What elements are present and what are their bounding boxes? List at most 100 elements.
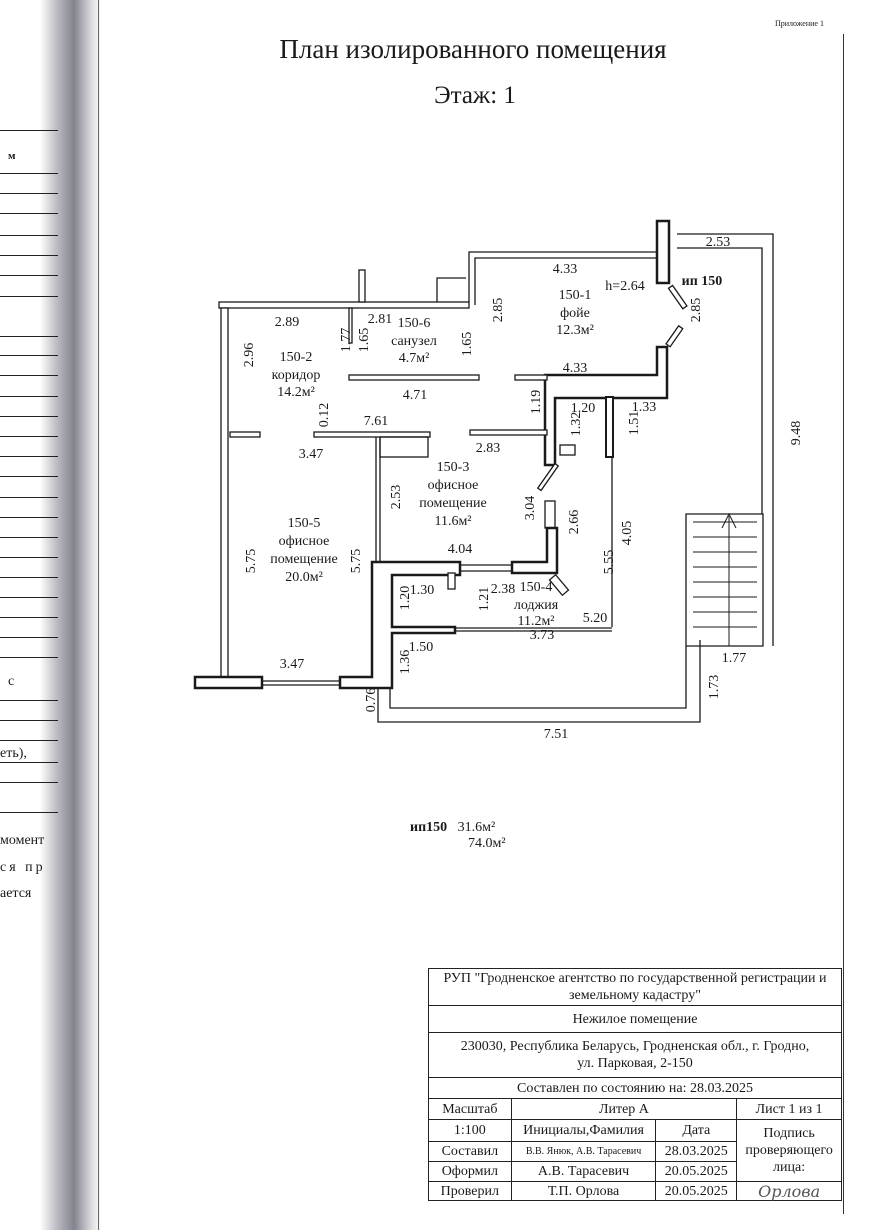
room-name: фойе bbox=[560, 306, 590, 321]
ruled-line bbox=[0, 537, 58, 538]
ruled-line bbox=[0, 416, 58, 417]
dimension-label: 1.19 bbox=[529, 390, 544, 415]
ruled-line bbox=[0, 617, 58, 618]
dimension-label: 3.47 bbox=[280, 657, 305, 672]
dimension-label: 4.71 bbox=[403, 388, 428, 403]
dimension-label: 3.04 bbox=[523, 496, 538, 521]
sheet-number: Лист 1 из 1 bbox=[736, 1098, 842, 1120]
dimension-label: 2.85 bbox=[689, 298, 704, 323]
frame-line-right bbox=[843, 34, 844, 1214]
dimension-label: 1.32 bbox=[569, 412, 584, 437]
ruled-line bbox=[0, 720, 58, 721]
dimension-label: 2.53 bbox=[389, 485, 404, 510]
ruled-line bbox=[0, 296, 58, 297]
object-type: Нежилое помещение bbox=[428, 1005, 842, 1033]
ruled-line bbox=[0, 557, 58, 558]
ruled-line bbox=[0, 336, 58, 337]
room-name: офисное bbox=[279, 534, 330, 549]
room-id: 150-4 bbox=[520, 580, 553, 595]
scan-shadow bbox=[40, 0, 102, 1230]
dimension-label: 1.36 bbox=[398, 650, 413, 675]
ruled-line bbox=[0, 193, 58, 194]
dimension-label: 4.33 bbox=[563, 361, 588, 376]
ruled-line bbox=[0, 782, 58, 783]
dimension-label: 3.47 bbox=[299, 447, 324, 462]
frame-line-left bbox=[98, 0, 99, 1230]
dimension-label: 5.75 bbox=[244, 549, 259, 574]
area-summary: ип150 31.6м² 74.0м² bbox=[410, 820, 506, 852]
appendix-label: Приложение 1 bbox=[775, 19, 824, 28]
dimension-label: 1.77 bbox=[722, 651, 747, 666]
dimension-label: 2.81 bbox=[368, 312, 393, 327]
ruled-line bbox=[0, 213, 58, 214]
room-area: 11.6м² bbox=[434, 514, 471, 529]
adjacent-page-text: с bbox=[8, 674, 15, 689]
ruled-line bbox=[0, 577, 58, 578]
dimension-label: 1.51 bbox=[627, 411, 642, 436]
dimension-label: 0.12 bbox=[317, 403, 332, 428]
ruled-line bbox=[0, 762, 58, 763]
room-id: 150-2 bbox=[280, 350, 313, 365]
dimension-label: 1.65 bbox=[357, 328, 372, 353]
ruled-line bbox=[0, 235, 58, 236]
dimension-label: 2.38 bbox=[491, 582, 516, 597]
stairs-icon bbox=[693, 512, 757, 646]
ruled-line bbox=[0, 375, 58, 376]
room-name: офисное bbox=[428, 478, 479, 493]
room-name: помещение bbox=[419, 496, 487, 511]
dimension-label: 7.51 bbox=[544, 727, 569, 742]
dimension-label: 1.21 bbox=[477, 587, 492, 612]
dimension-label: 0.76 bbox=[364, 688, 379, 713]
ruled-line bbox=[0, 812, 58, 813]
dimension-label: 2.83 bbox=[476, 441, 501, 456]
room-name: санузел bbox=[391, 334, 437, 349]
room-area: 4.7м² bbox=[399, 351, 430, 366]
role: Проверил bbox=[428, 1181, 512, 1201]
ruled-line bbox=[0, 396, 58, 397]
address: 230030, Республика Беларусь, Гродненская… bbox=[428, 1032, 842, 1078]
adjacent-page-text: м bbox=[8, 150, 16, 162]
person-name: А.В. Тарасевич bbox=[510, 1161, 657, 1182]
handwritten-signature: Орлова bbox=[736, 1181, 842, 1201]
scale-value: 1:100 bbox=[428, 1119, 512, 1142]
room-name: помещение bbox=[270, 552, 338, 567]
dimension-label: 7.61 bbox=[364, 414, 389, 429]
ruled-line bbox=[0, 657, 58, 658]
as-of-date: Составлен по состоянию на: 28.03.2025 bbox=[428, 1077, 842, 1099]
initials-header: Инициалы,Фамилия bbox=[510, 1119, 657, 1142]
dimension-label: 1.73 bbox=[707, 675, 722, 700]
organization: РУП "Гродненское агентство по государств… bbox=[428, 968, 842, 1006]
date: 28.03.2025 bbox=[655, 1141, 738, 1162]
dimension-label: 1.50 bbox=[409, 640, 434, 655]
adjacent-page-text: еть), bbox=[0, 746, 27, 761]
summary-area-2: 74.0м² bbox=[468, 836, 506, 851]
room-area: 14.2м² bbox=[277, 385, 315, 400]
dimension-label: 2.53 bbox=[706, 235, 731, 250]
dimension-label: 1.77 bbox=[339, 328, 354, 353]
person-name: Т.П. Орлова bbox=[510, 1181, 657, 1201]
ruled-line bbox=[0, 275, 58, 276]
title-block: РУП "Гродненское агентство по государств… bbox=[428, 968, 842, 1201]
role: Составил bbox=[428, 1141, 512, 1162]
plan-labels: ип 150 h=2.64 150-1 фойе 12.3м² 150-2 ко… bbox=[270, 274, 722, 629]
room-area: 12.3м² bbox=[556, 323, 594, 338]
dimension-label: 1.33 bbox=[632, 400, 657, 415]
date-header: Дата bbox=[655, 1119, 738, 1142]
dimension-label: 5.20 bbox=[583, 611, 608, 626]
dimension-label: 5.55 bbox=[602, 550, 617, 575]
room-area: 20.0м² bbox=[285, 570, 323, 585]
ruled-line bbox=[0, 355, 58, 356]
ruled-line bbox=[0, 740, 58, 741]
summary-area-1: 31.6м² bbox=[457, 820, 496, 835]
adjacent-page-text: ся пр bbox=[0, 860, 46, 875]
address-line-2: ул. Парковая, 2-150 bbox=[577, 1056, 693, 1071]
ceiling-height: h=2.64 bbox=[605, 279, 644, 294]
dimension-label: 1.20 bbox=[571, 401, 596, 416]
dimension-label: 2.96 bbox=[242, 343, 257, 368]
signature-label: Подпись проверяющего лица: bbox=[736, 1119, 842, 1182]
dimension-label: 1.20 bbox=[398, 586, 413, 611]
ruled-line bbox=[0, 637, 58, 638]
address-line-1: 230030, Республика Беларусь, Гродненская… bbox=[460, 1039, 810, 1054]
summary-unit: ип150 bbox=[410, 820, 448, 835]
